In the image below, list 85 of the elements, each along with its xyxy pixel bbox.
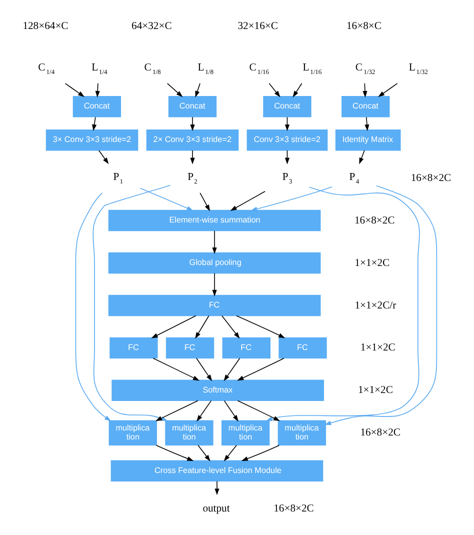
arrow <box>140 188 194 211</box>
arrow <box>224 358 240 382</box>
arrow <box>75 192 112 422</box>
node-box: Element-wise summation <box>108 210 321 232</box>
arrow <box>64 83 85 98</box>
node-box: multiplica tion <box>108 420 157 446</box>
arrow <box>166 83 183 98</box>
node-text: output <box>202 504 230 515</box>
node-text: C$_{1/16}$ <box>249 62 270 76</box>
label: 64×32×C <box>132 20 172 32</box>
node-text: L$_{1/16}$ <box>302 62 322 76</box>
arrow <box>198 444 210 462</box>
label: 1×1×2C <box>358 385 393 396</box>
node-box: Softmax <box>112 380 324 402</box>
arrow <box>214 480 220 496</box>
arrow <box>212 230 217 254</box>
label: 1×1×2C <box>354 258 390 269</box>
node-box: multiplica tion <box>221 420 270 446</box>
arrow <box>292 83 302 98</box>
node-box: multiplica tion <box>278 420 326 446</box>
node-text: L$_{1/32}$ <box>408 62 428 76</box>
arrow <box>151 315 196 338</box>
label: 16×8×2C <box>360 428 400 439</box>
arrow <box>156 444 194 462</box>
label: 128×64×C <box>22 20 68 32</box>
node-box: FC <box>166 337 214 359</box>
node-box: Global pooling <box>108 252 321 274</box>
node-text: P$_{3}$ <box>282 172 292 186</box>
arrow <box>359 150 365 164</box>
node-text: P$_{4}$ <box>349 172 360 186</box>
node-text: L$_{1/4}$ <box>92 62 108 76</box>
node-box: Concat <box>342 96 390 118</box>
node-text: C$_{1/4}$ <box>38 62 55 76</box>
arrow <box>237 358 284 381</box>
arrow <box>195 83 200 98</box>
arrow <box>196 358 212 382</box>
arrow <box>190 150 195 164</box>
node-text: C$_{1/8}$ <box>144 62 161 76</box>
node-text: P$_{1}$ <box>113 172 124 186</box>
arrow <box>266 186 420 422</box>
arrow <box>152 358 200 381</box>
arrow <box>364 116 370 132</box>
node-box: Identity Matrix <box>335 129 401 151</box>
arrow <box>92 116 97 132</box>
arrow <box>236 315 286 338</box>
node-box: Conv 3×3 stride=2 <box>246 129 328 151</box>
arrow <box>250 186 332 212</box>
node-text: P$_{2}$ <box>188 172 198 186</box>
node-box: Cross Feature-level Fusion Module <box>110 460 324 482</box>
arrow <box>241 444 280 462</box>
arrow <box>237 400 280 422</box>
arrow <box>155 400 198 422</box>
arrow <box>196 400 212 422</box>
node-text: L$_{1/8}$ <box>198 62 214 76</box>
node-box: Concat <box>263 96 312 118</box>
arrow <box>230 190 266 211</box>
arrow <box>378 83 398 98</box>
arrow <box>268 83 280 98</box>
node-box: FC <box>108 294 321 316</box>
arrow <box>212 272 217 296</box>
label: 16×8×2C <box>274 504 314 515</box>
arrow <box>92 184 171 422</box>
arrow <box>224 400 238 422</box>
arrow <box>222 315 240 339</box>
node-box: FC <box>222 337 270 359</box>
arrow <box>324 185 438 426</box>
label: 1×1×2C/r <box>354 300 396 312</box>
node-box: Concat <box>168 96 217 118</box>
node-box: 2× Conv 3×3 stride=2 <box>146 129 239 151</box>
label: 1×1×2C <box>360 342 396 354</box>
node-box: 3× Conv 3×3 stride=2 <box>46 129 138 151</box>
label: 16×8×C <box>346 20 382 32</box>
label: 16×8×2C <box>354 215 395 226</box>
arrow <box>98 150 109 164</box>
label: 16×8×2C <box>410 172 452 184</box>
node-box: FC <box>110 337 158 359</box>
arrow <box>200 192 210 212</box>
node-box: FC <box>278 337 327 359</box>
arrow <box>190 116 195 132</box>
arrow <box>195 315 210 339</box>
arrow <box>224 444 237 462</box>
node-box: Concat <box>72 96 122 118</box>
node-box: multiplica tion <box>165 420 214 446</box>
label: 32×16×C <box>238 20 278 32</box>
node-text: C$_{1/32}$ <box>355 62 376 76</box>
